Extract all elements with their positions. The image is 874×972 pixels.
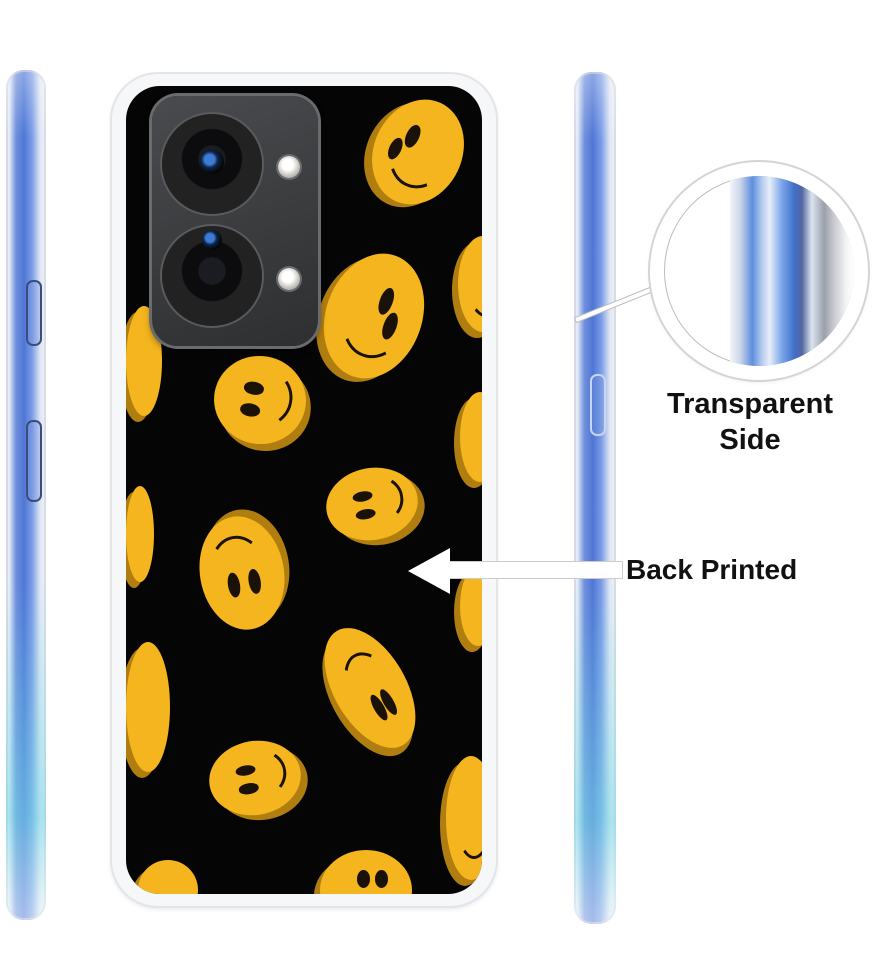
smiley-face	[203, 733, 307, 823]
volume-button	[26, 280, 42, 346]
phone-case-back	[112, 74, 496, 906]
transparent-side-label-line2: Side	[719, 424, 781, 456]
flash-icon	[278, 268, 300, 290]
smiley-face	[207, 348, 313, 452]
side-button	[590, 374, 606, 436]
smiley-face	[355, 86, 481, 220]
camera-module	[152, 96, 318, 346]
right-side-view	[574, 72, 616, 924]
smiley-face	[190, 509, 294, 637]
transparent-side-label: Transparent Side	[640, 386, 860, 458]
arrow-left-icon	[408, 548, 450, 594]
power-button	[26, 420, 42, 502]
smiley-face	[460, 392, 482, 482]
smiley-face	[446, 756, 482, 880]
smiley-print	[126, 86, 482, 894]
smiley-face	[305, 612, 435, 764]
smiley-face	[458, 236, 482, 332]
flash-icon	[278, 156, 300, 178]
smiley-face	[320, 460, 424, 548]
secondary-camera-lens-icon	[162, 226, 262, 326]
smiley-face	[460, 566, 482, 646]
main-camera-lens-icon	[162, 114, 262, 214]
back-printed-label: Back Printed	[626, 554, 798, 585]
smiley-face	[126, 486, 154, 582]
transparent-side-label-line1: Transparent	[667, 388, 833, 420]
magnified-side-detail	[664, 176, 854, 366]
smiley-face	[307, 239, 441, 393]
magnifier-circle	[654, 166, 864, 376]
smiley-face	[138, 860, 198, 894]
smiley-face	[320, 850, 412, 894]
arrow-shaft	[446, 562, 622, 578]
left-side-view	[6, 70, 46, 920]
smiley-face	[126, 642, 170, 772]
